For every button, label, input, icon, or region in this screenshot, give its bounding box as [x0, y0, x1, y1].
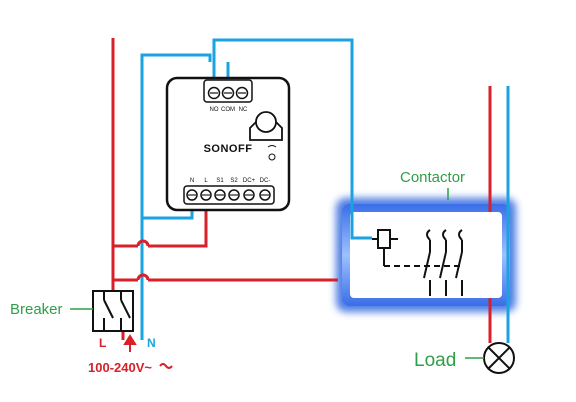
- supply-arrow-icon: [123, 334, 137, 352]
- neutral-label: N: [147, 336, 156, 350]
- relay-terminal-block: NO COM NC: [203, 79, 253, 113]
- terminal-no: NO: [210, 107, 219, 113]
- terminal-dc-plus: DC+: [243, 178, 256, 184]
- pairing-button-icon: [249, 111, 283, 141]
- terminal-s2: S2: [230, 178, 238, 184]
- terminal-dc-minus: DC-: [260, 178, 271, 184]
- breaker-symbol: [92, 290, 134, 332]
- contactor-coil-symbol: [372, 229, 463, 296]
- terminal-s1: S1: [216, 178, 224, 184]
- contactor-box: [336, 198, 516, 312]
- breaker-label: Breaker: [10, 301, 63, 318]
- ac-tilde-icon: [159, 363, 173, 369]
- terminal-n: N: [190, 178, 194, 184]
- load-lamp-symbol: [483, 342, 515, 374]
- load-label: Load: [414, 350, 456, 371]
- terminal-nc: NC: [239, 107, 248, 113]
- wifi-indicator-icon: [267, 145, 277, 161]
- neutral-wires: [140, 38, 510, 343]
- voltage-label: 100-240V~: [88, 360, 152, 375]
- terminal-com: COM: [221, 107, 235, 113]
- live-label: L: [99, 336, 106, 350]
- terminal-l: L: [204, 178, 208, 184]
- sonoff-device: NO COM NC SONOFF N L S1 S2 DC+ DC-: [165, 76, 291, 212]
- input-terminal-block: N L S1 S2 DC+ DC-: [183, 178, 275, 205]
- brand-logo: SONOFF: [204, 143, 253, 155]
- contactor-label: Contactor: [400, 169, 465, 186]
